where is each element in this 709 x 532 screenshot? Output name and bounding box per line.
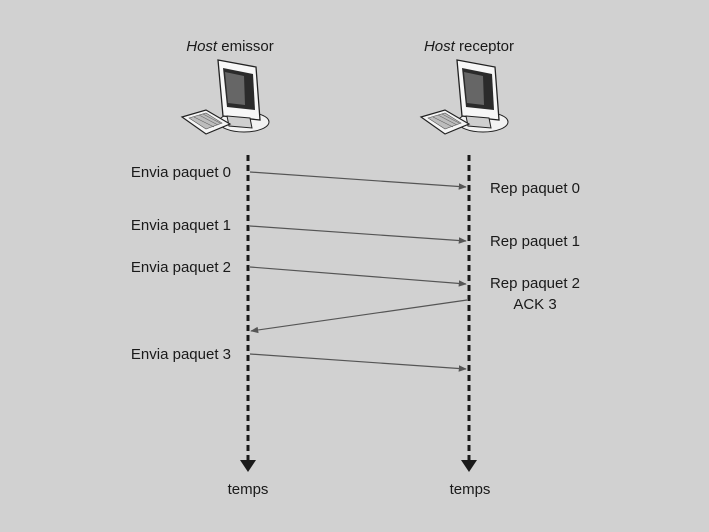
packet-3-arrow [249,353,467,372]
sender-time-label: temps [228,481,269,498]
receive-packet-0-label: Rep paquet 0 [490,180,580,197]
packet-2-arrow [249,266,467,287]
receive-packet-2-label: Rep paquet 2 [490,275,580,292]
ack-3-label: ACK 3 [513,296,556,313]
send-packet-3-label: Envia paquet 3 [131,346,231,363]
send-packet-0-label: Envia paquet 0 [131,164,231,181]
sender-computer-icon [180,59,270,135]
receive-packet-1-label: Rep paquet 1 [490,233,580,250]
packet-1-arrow [249,225,467,244]
packet-0-arrow [249,171,467,190]
receiver-host-title: Host receptor [424,38,514,55]
send-packet-1-label: Envia paquet 1 [131,217,231,234]
sender-timeline-arrowhead [240,460,256,472]
ack-3-arrow [250,299,468,334]
send-packet-2-label: Envia paquet 2 [131,259,231,276]
receiver-timeline-arrowhead [461,460,477,472]
receiver-computer-icon [419,59,509,135]
receiver-time-label: temps [450,481,491,498]
sender-host-title: Host emissor [186,38,274,55]
